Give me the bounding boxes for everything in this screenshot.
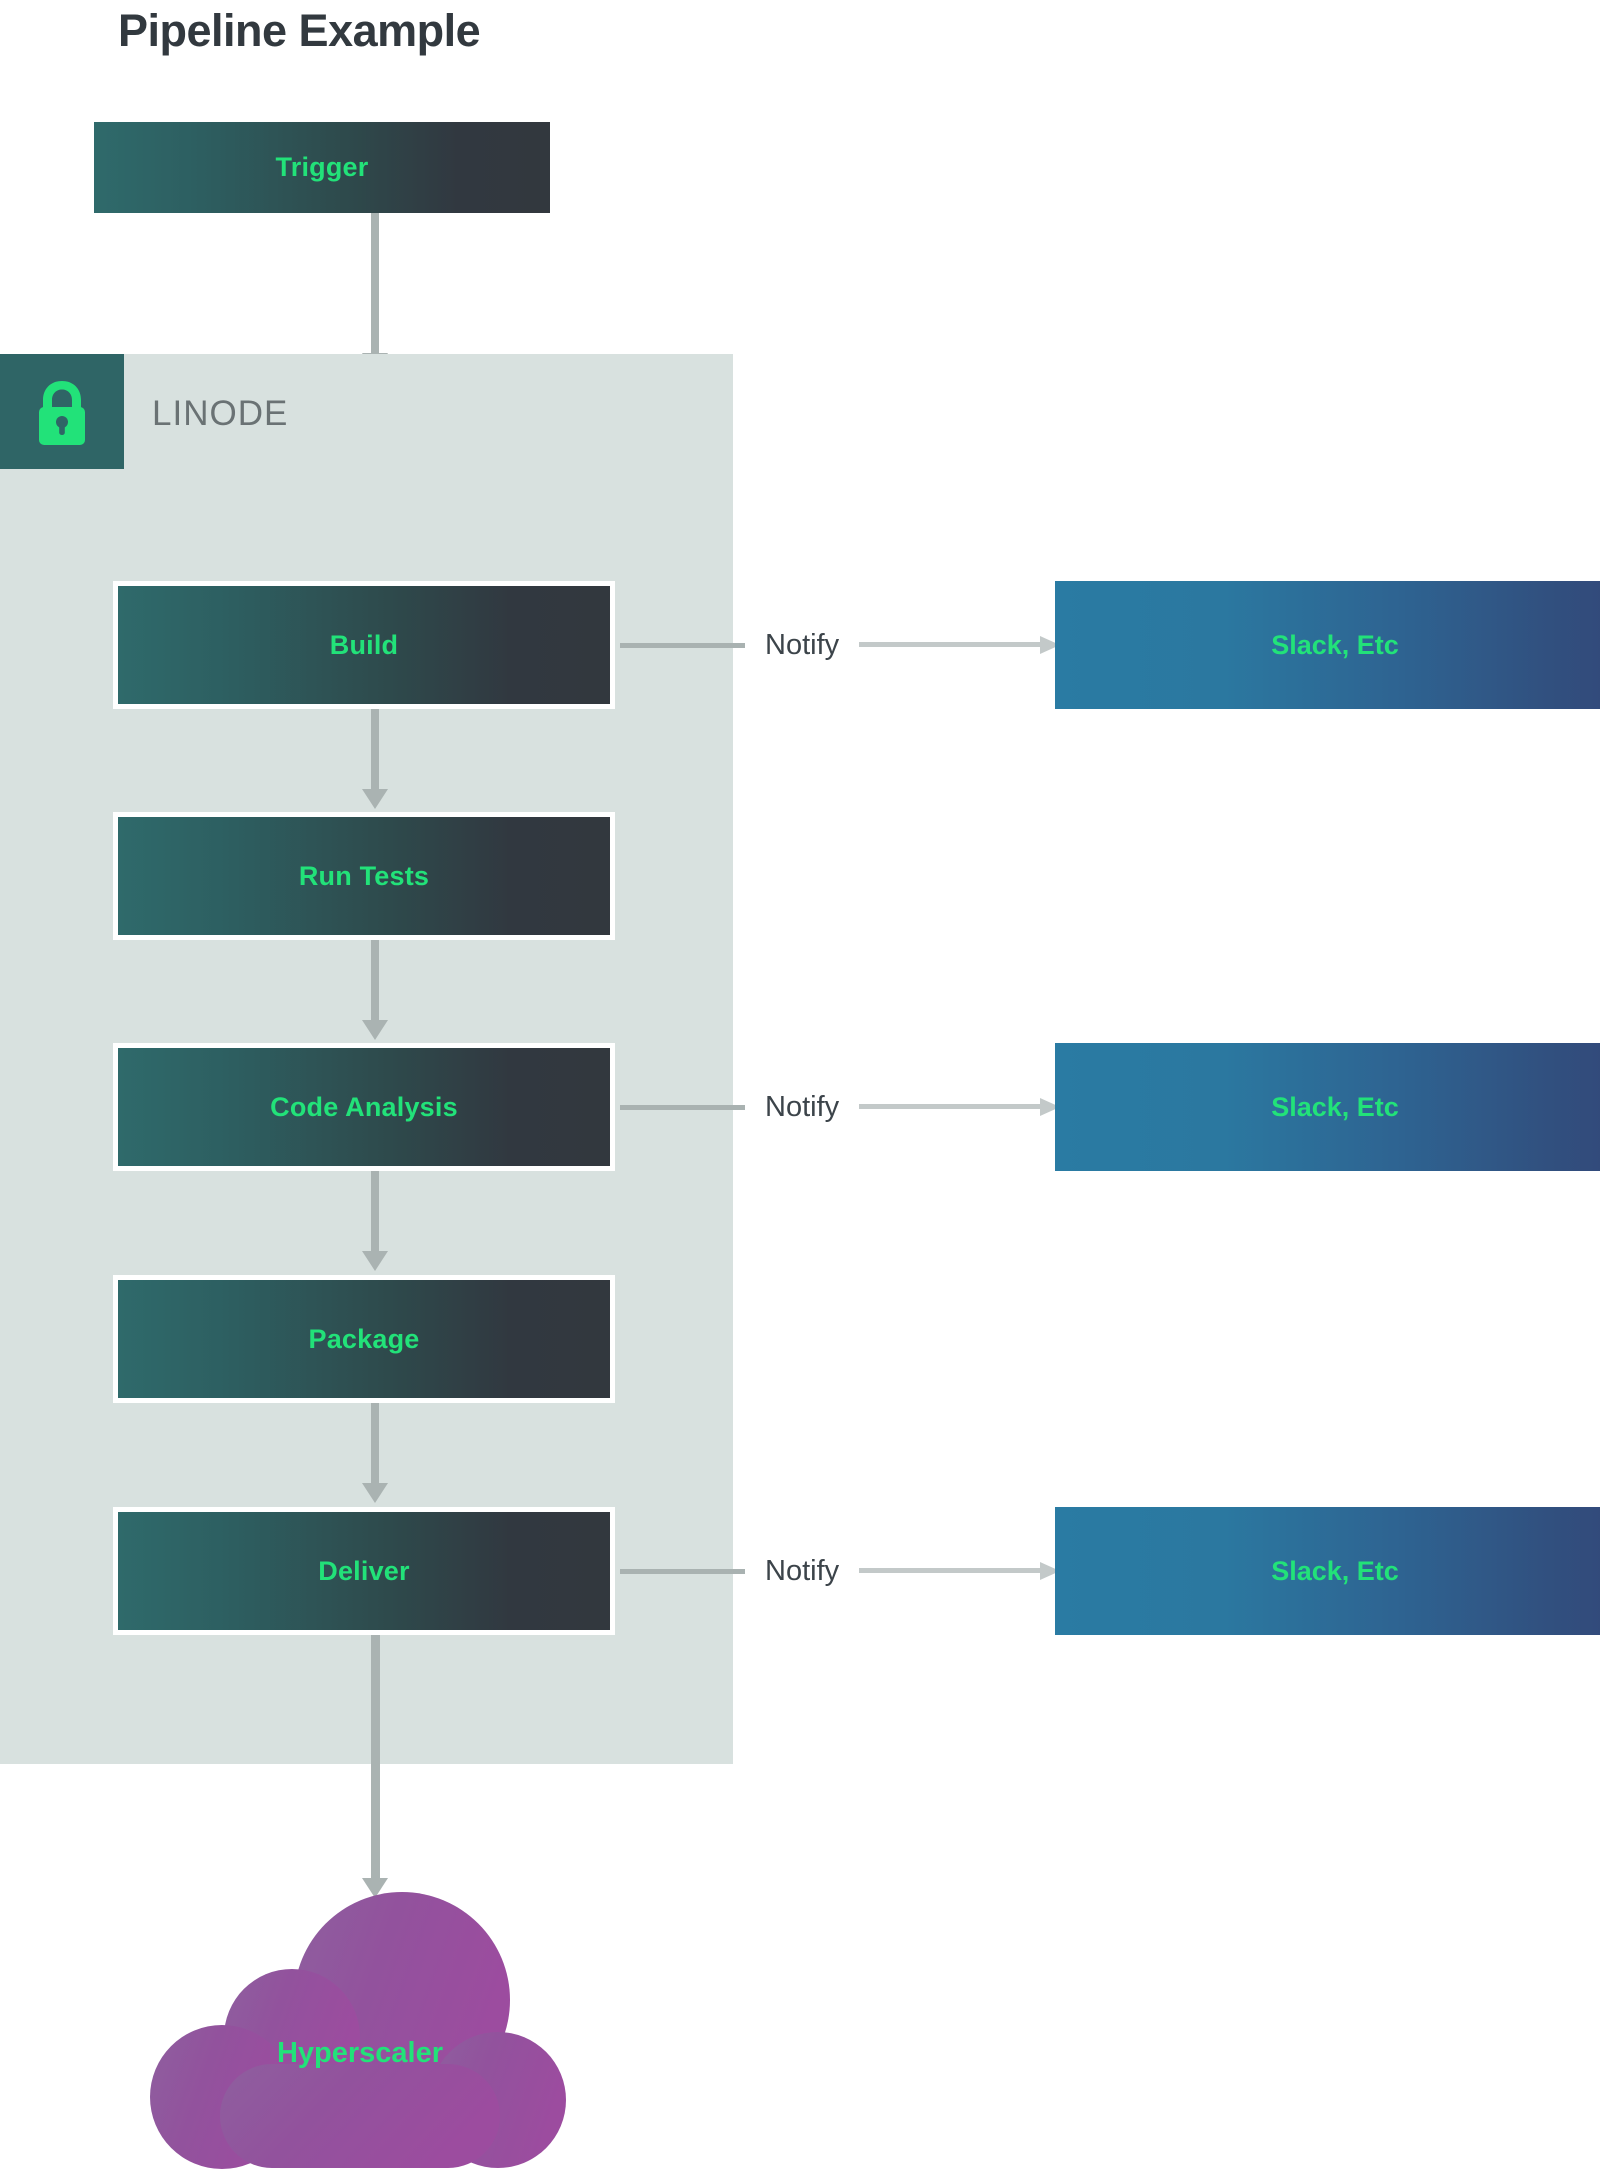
connector-line — [620, 1104, 745, 1110]
node-code-analysis[interactable]: Code Analysis — [113, 1043, 615, 1171]
notify-label-3: Notify — [765, 1554, 840, 1587]
arrow-head — [362, 1878, 388, 1898]
notify-label-2: Notify — [765, 1090, 840, 1123]
arrow-run-tests-to-code-analysis — [362, 940, 388, 1040]
connector-line — [620, 642, 745, 648]
arrow-head — [362, 1483, 388, 1503]
lock-icon — [31, 377, 93, 447]
node-package[interactable]: Package — [113, 1275, 615, 1403]
connector-arrow — [859, 1562, 1060, 1580]
arrow-build-to-run-tests — [362, 709, 388, 809]
arrow-shaft — [371, 709, 379, 789]
arrow-shaft — [371, 1171, 379, 1251]
notify-connector-code-analysis: Notify — [620, 1087, 1060, 1127]
arrow-head — [362, 789, 388, 809]
connector-arrow — [859, 636, 1060, 654]
node-build[interactable]: Build — [113, 581, 615, 709]
arrow-deliver-to-hyperscaler — [362, 1635, 388, 1898]
node-trigger[interactable]: Trigger — [94, 122, 550, 213]
arrow-head — [362, 1020, 388, 1040]
node-run-tests[interactable]: Run Tests — [113, 812, 615, 940]
node-slack-1[interactable]: Slack, Etc — [1055, 581, 1600, 709]
notify-label-1: Notify — [765, 628, 840, 661]
node-slack-3[interactable]: Slack, Etc — [1055, 1507, 1600, 1635]
node-trigger-label: Trigger — [275, 152, 369, 182]
node-deliver-label: Deliver — [318, 1555, 410, 1586]
node-slack-2[interactable]: Slack, Etc — [1055, 1043, 1600, 1171]
node-deliver[interactable]: Deliver — [113, 1507, 615, 1635]
connector-line — [620, 1568, 745, 1574]
node-package-label: Package — [308, 1323, 420, 1354]
arrow-shaft — [371, 940, 379, 1020]
linode-group-label: LINODE — [152, 394, 289, 433]
node-run-tests-label: Run Tests — [298, 860, 430, 891]
notify-connector-build: Notify — [620, 625, 1060, 665]
linode-badge — [0, 354, 124, 469]
arrow-shaft — [371, 1635, 380, 1878]
node-hyperscaler[interactable]: Hyperscaler — [140, 1882, 580, 2172]
node-code-analysis-label: Code Analysis — [270, 1091, 458, 1122]
node-build-label: Build — [329, 629, 399, 660]
node-hyperscaler-label: Hyperscaler — [276, 2037, 444, 2069]
arrow-head — [362, 1251, 388, 1271]
arrow-package-to-deliver — [362, 1403, 388, 1503]
arrow-shaft — [371, 1403, 379, 1483]
notify-connector-deliver: Notify — [620, 1551, 1060, 1591]
connector-arrow — [859, 1098, 1060, 1116]
arrow-shaft — [371, 213, 379, 353]
page-title: Pipeline Example — [118, 5, 481, 56]
node-slack-2-label: Slack, Etc — [1271, 1091, 1399, 1122]
cloud-icon — [140, 1882, 580, 2172]
arrow-trigger-to-build — [362, 213, 388, 373]
node-slack-1-label: Slack, Etc — [1271, 629, 1399, 660]
node-slack-3-label: Slack, Etc — [1271, 1555, 1399, 1586]
arrow-code-analysis-to-package — [362, 1171, 388, 1271]
